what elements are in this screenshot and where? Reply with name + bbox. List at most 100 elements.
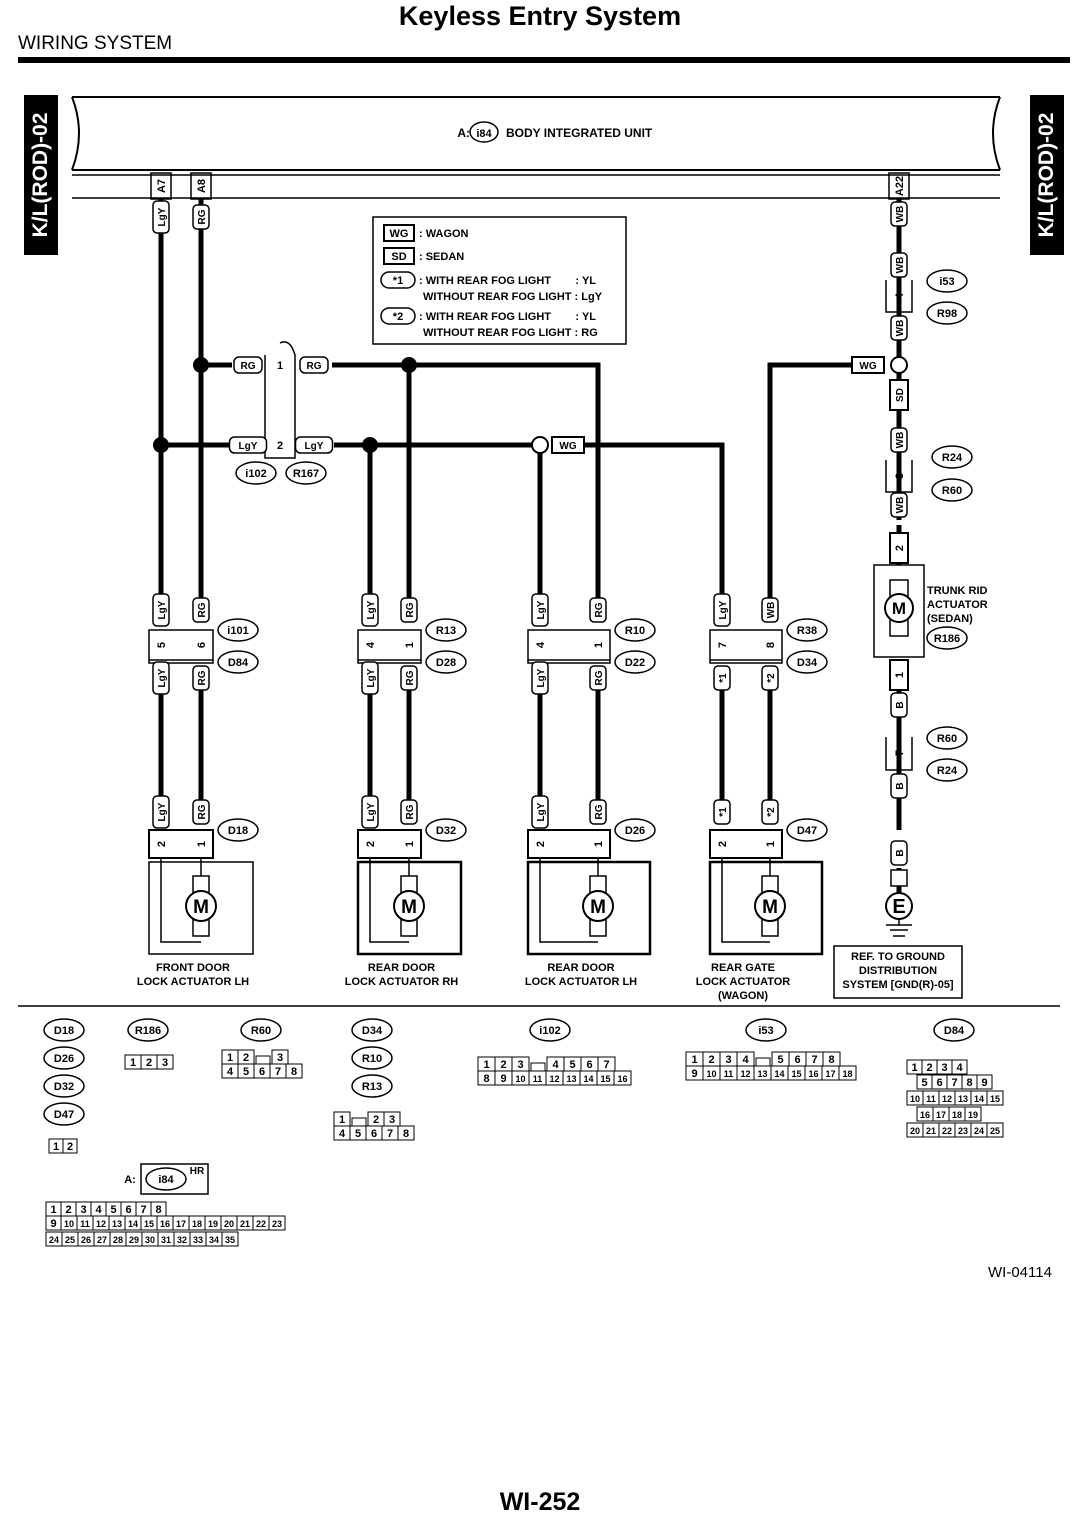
g5-pin: 11: [533, 1074, 543, 1084]
g7-pin: 21: [926, 1126, 936, 1136]
wire-tag: *2: [766, 673, 777, 683]
g7-pin: 17: [936, 1110, 946, 1120]
g8-pin: 13: [112, 1219, 122, 1229]
g6-pin: 2: [708, 1054, 714, 1066]
connector-d34: D34: [797, 657, 818, 669]
actuator-pin: 2: [156, 841, 168, 847]
wire-tag-rg: RG: [197, 209, 208, 224]
g6-pin: 17: [825, 1069, 835, 1079]
actuator-top-pin: 4: [535, 641, 547, 648]
actuator-label: LOCK ACTUATOR LH: [525, 976, 637, 988]
g8-pin: 35: [225, 1235, 235, 1245]
g4-pin: 5: [355, 1128, 361, 1140]
g2-pin: 3: [162, 1057, 168, 1069]
connector-r186: R186: [934, 633, 960, 645]
wire-tag: *2: [766, 807, 777, 817]
actuator-pin: 1: [593, 841, 605, 847]
junction-pin-2: 2: [277, 440, 283, 452]
g8-pin: 27: [97, 1235, 107, 1245]
g7-pin: 25: [990, 1126, 1000, 1136]
g7-pin: 19: [968, 1110, 978, 1120]
g8-pin: 6: [125, 1204, 131, 1216]
g8-pin: 4: [95, 1204, 102, 1216]
motor-symbol: M: [193, 897, 209, 918]
g8-pin: 33: [193, 1235, 203, 1245]
g7-pin: 10: [910, 1094, 920, 1104]
g8-pin: 34: [209, 1235, 219, 1245]
motor-symbol: M: [762, 897, 778, 918]
g6-pin: 11: [724, 1069, 734, 1079]
ground-ref-1: REF. TO GROUND: [851, 951, 945, 963]
g6-pin: 4: [742, 1054, 749, 1066]
connector-d84: D84: [228, 657, 249, 669]
g5-pin: 6: [586, 1059, 592, 1071]
actuator-pin: 2: [717, 841, 729, 847]
g8-pin: 17: [176, 1219, 186, 1229]
connector-r98: R98: [937, 308, 957, 320]
wire-tag: LgY: [366, 802, 377, 821]
connector-r167: R167: [293, 468, 319, 480]
ground-symbol: E: [892, 896, 905, 918]
g6-pin: 15: [791, 1069, 801, 1079]
g8-pin: 14: [128, 1219, 138, 1229]
wire-tag: *1: [718, 673, 729, 683]
g3-pin: 7: [275, 1066, 281, 1078]
legend-s1-line2: WITHOUT REAR FOG LIGHT : LgY: [423, 291, 603, 303]
g2-pin: 1: [130, 1057, 136, 1069]
wire-tag-lgy: LgY: [157, 207, 168, 226]
figure-code: WI-04114: [988, 1264, 1052, 1281]
wire-tag-wb: WB: [895, 432, 906, 449]
wire-tag-rg: RG: [241, 361, 256, 372]
g6-pin: 16: [808, 1069, 818, 1079]
side-tab-left[interactable]: K/L(ROD)-02: [24, 95, 58, 255]
g8-pin: 8: [155, 1204, 161, 1216]
wire-tag: WB: [766, 602, 777, 619]
connector-r60: R60: [937, 733, 957, 745]
connector-d22: D22: [625, 657, 645, 669]
connector-i102: i102: [245, 468, 266, 480]
wire-tag: RG: [594, 804, 605, 819]
unit-prefix: A:: [457, 126, 470, 140]
g4-pin: 2: [373, 1114, 379, 1126]
connector-i101: i101: [227, 625, 248, 637]
g8-pin: 3: [80, 1204, 86, 1216]
wire-tag-wg: WG: [859, 361, 876, 372]
g6-pin: 6: [794, 1054, 800, 1066]
ground-ref-2: DISTRIBUTION: [859, 965, 937, 977]
legend-s2-tag: *2: [393, 311, 403, 323]
g3-pin: 5: [243, 1066, 249, 1078]
actuator-top-pin: 5: [156, 642, 168, 648]
side-tab-right[interactable]: K/L(ROD)-02: [1030, 95, 1064, 255]
g5-pin: 13: [566, 1074, 576, 1084]
g8-pin: 30: [145, 1235, 155, 1245]
wire-tag: LgY: [536, 600, 547, 619]
wire-tag-b: B: [895, 782, 906, 789]
g7-pin: 4: [956, 1062, 963, 1074]
connector-r38: R38: [797, 625, 817, 637]
wire-tag-b: B: [895, 849, 906, 856]
connector-d32: D32: [436, 825, 456, 837]
pin-2: 2: [894, 545, 906, 551]
g7-pin: 7: [951, 1077, 957, 1089]
wire-tag: LgY: [157, 600, 168, 619]
ground-ref-3: SYSTEM [GND(R)-05]: [842, 979, 954, 991]
g4-pin: 7: [387, 1128, 393, 1140]
g8-pin: 18: [192, 1219, 202, 1229]
wire-tag: RG: [594, 602, 605, 617]
connector-view-id: D18: [54, 1025, 74, 1037]
actuator-top-pin: 6: [196, 642, 208, 648]
connector-r60: R60: [942, 485, 962, 497]
wire-tag: RG: [405, 670, 416, 685]
header-rule: [18, 57, 1070, 63]
g7-pin: 11: [926, 1094, 936, 1104]
g7-pin: 5: [921, 1077, 927, 1089]
g8-pin: 1: [50, 1204, 56, 1216]
actuator-label: (WAGON): [718, 990, 768, 1002]
g5-pin: 10: [515, 1074, 525, 1084]
g8-pin: 29: [129, 1235, 139, 1245]
connector-view-id: D32: [54, 1081, 74, 1093]
unit-pin-a7: A7: [156, 179, 168, 193]
g6-pin: 12: [740, 1069, 750, 1079]
g8-pin: 5: [110, 1204, 116, 1216]
